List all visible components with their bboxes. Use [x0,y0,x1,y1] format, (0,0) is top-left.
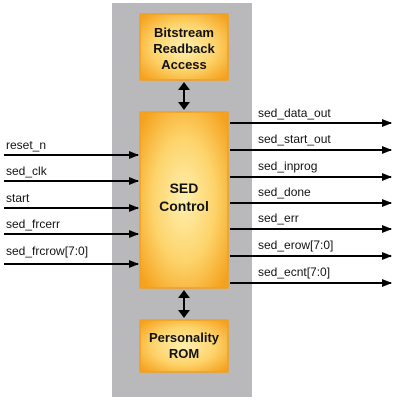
input-signal: start [4,191,139,212]
control-rom-link-arrow [178,290,190,318]
output-signal: sed_inprog [230,159,392,181]
input-signal: sed_clk [4,164,139,185]
output-label: sed_data_out [258,106,331,120]
output-signal: sed_ecnt[7:0] [230,265,392,287]
output-signal: sed_start_out [230,132,392,154]
input-signal: reset_n [4,138,139,159]
personality-rom-block: Personality ROM [139,319,229,373]
bitstream-readback-block: Bitstream Readback Access [139,13,229,81]
bitstream-control-link-arrow [178,82,190,110]
output-signal: sed_err [230,211,392,233]
output-label: sed_erow[7:0] [258,238,333,252]
output-signal: sed_erow[7:0] [230,238,392,260]
output-label: sed_start_out [258,132,331,146]
input-label: sed_frcerr [6,217,60,231]
input-label: sed_frcrow[7:0] [6,244,88,258]
output-label: sed_inprog [258,159,317,173]
control-label-line2: Control [159,198,209,214]
output-label: sed_ecnt[7:0] [258,265,330,279]
bitstream-label-line1: Bitstream [154,25,214,40]
input-label: start [6,191,30,205]
output-signals: sed_data_out sed_start_out sed_inprog se… [230,106,392,287]
output-signal: sed_done [230,185,392,207]
input-label: reset_n [6,138,46,152]
rom-label-line2: ROM [169,346,199,361]
input-signals: reset_n sed_clk start sed_frcerr sed_frc… [4,138,139,268]
input-signal: sed_frcerr [4,217,139,238]
input-label: sed_clk [6,164,48,178]
control-label-line1: SED [170,180,199,196]
output-label: sed_err [258,211,299,225]
rom-label-line1: Personality [149,330,220,345]
output-signal: sed_data_out [230,106,392,127]
input-signal: sed_frcrow[7:0] [4,244,139,268]
bitstream-label-line3: Access [161,57,207,72]
bitstream-label-line2: Readback [153,41,215,56]
sed-control-block: SED Control [139,111,229,289]
output-label: sed_done [258,185,311,199]
